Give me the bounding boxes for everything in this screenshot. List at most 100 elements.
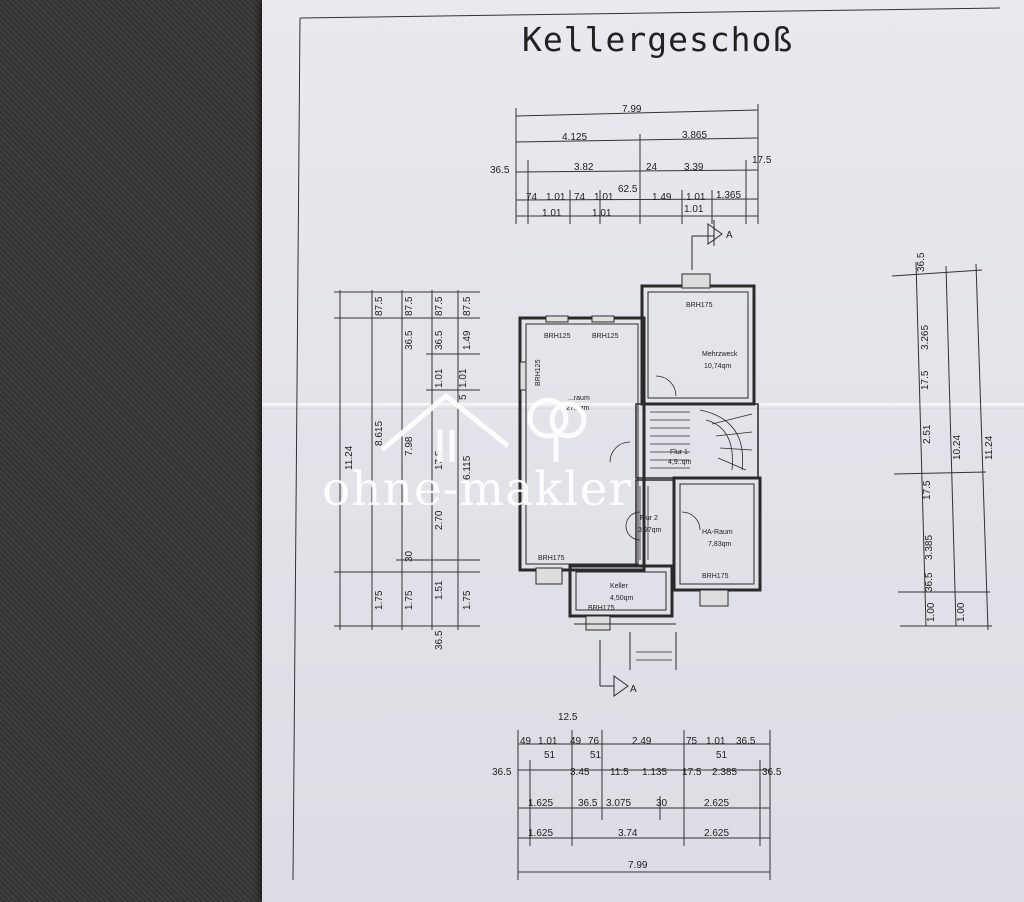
dim-top-c1: 36.5 <box>490 165 510 176</box>
dim-bottom-e2: 3.74 <box>618 828 638 839</box>
window-label: BRH175 <box>702 573 729 580</box>
dim-bottom-c4: 1.135 <box>642 767 667 778</box>
window-label: BRH125 <box>535 359 542 386</box>
dim-top-total: 7.99 <box>622 104 642 115</box>
room-name-main: ...raum <box>568 395 590 402</box>
dim-left-d1: 87.5 <box>462 296 473 316</box>
dim-left-c1: 87.5 <box>434 296 445 316</box>
dim-right-a6: 3.385 <box>924 535 935 560</box>
dim-bottom-a5: 2.49 <box>632 736 652 747</box>
dim-bottom-d4: 30 <box>656 798 668 809</box>
dim-left-a1: 87.5 <box>374 296 385 316</box>
dim-top-e1: 1.01 <box>542 208 562 219</box>
page-title: Kellergeschoß <box>522 20 794 59</box>
dim-bottom-d2: 36.5 <box>578 798 598 809</box>
dim-top-c5: 17.5 <box>752 155 772 166</box>
dim-bottom-total: 7.99 <box>628 860 648 871</box>
dim-bottom-c3: 11.5 <box>610 767 629 778</box>
dim-bottom-b3: 51 <box>716 750 728 761</box>
room-area-flur1: 4,9..qm <box>668 459 692 466</box>
dim-right-a1: 36.5 <box>916 252 927 272</box>
dim-left-b5: 1.75 <box>404 590 415 610</box>
dim-right-a4: 2.51 <box>922 424 933 444</box>
room-area-ha-raum: 7,83qm <box>708 541 732 548</box>
dim-bottom-d3: 3.075 <box>606 798 631 809</box>
window-label: BRH175 <box>588 605 615 612</box>
fabric-background <box>0 0 290 902</box>
room-area-keller: 4,50qm <box>610 595 634 602</box>
dim-left-d4: 6.115 <box>462 455 473 480</box>
dim-top-c2: 3.82 <box>574 162 594 173</box>
dim-bottom-a2: 1.01 <box>538 736 558 747</box>
dim-bottom-b2: 51 <box>590 750 602 761</box>
dim-bottom-d1: 1.625 <box>528 798 553 809</box>
dim-bottom-c2: 3.45 <box>570 767 590 778</box>
dim-left-c2: 36.5 <box>434 330 445 350</box>
window-label: BRH125 <box>592 333 619 340</box>
room-name-flur1: Flur 1 <box>670 449 688 456</box>
watermark-logo-icon <box>380 392 587 462</box>
room-name-ha-raum: HA-Raum <box>702 529 733 536</box>
dim-top-a: 4.125 <box>562 132 587 143</box>
dim-right-total: 11.24 <box>984 435 995 460</box>
dim-top-b: 3.865 <box>682 130 707 141</box>
dim-right-a5: 17.5 <box>922 480 933 500</box>
dim-bottom-c5: 17.5 <box>682 767 702 778</box>
dim-left-d3: 5 <box>458 394 469 400</box>
dim-top-d2: 1.01 <box>546 192 566 203</box>
dim-top-d7: 1.01 <box>686 192 706 203</box>
dim-bottom-a7: 1.01 <box>706 736 726 747</box>
dim-left-c3: 1.01 <box>434 368 445 388</box>
dim-left-b3: 7.98 <box>404 436 415 456</box>
dim-top-e2: 1.01 <box>592 208 612 219</box>
dim-bottom-a8: 36.5 <box>736 736 756 747</box>
dim-bottom-b1: 51 <box>544 750 556 761</box>
dim-top-d5: 62.5 <box>618 184 638 195</box>
dim-top-d6: 1.49 <box>652 192 672 203</box>
dim-top-c4: 3.39 <box>684 162 704 173</box>
room-name-mehrzweck: Mehrzweck <box>702 351 738 358</box>
dim-left-c6: 2.70 <box>434 510 445 530</box>
room-area-flur2: 3,97qm <box>638 527 662 534</box>
section-marker-top: A <box>726 230 733 241</box>
dim-bottom-a3: 49 <box>570 736 582 747</box>
dim-left-total: 11.24 <box>344 445 355 470</box>
dim-right-a3: 17.5 <box>920 370 931 390</box>
dim-top-e3: 1.01 <box>684 204 704 215</box>
dim-right-a2: 3.265 <box>920 325 931 350</box>
dim-left-b4: 30 <box>404 550 415 562</box>
dim-right-a7: 36.5 <box>924 572 935 592</box>
dim-left-d2: 1.49 <box>462 330 473 350</box>
dim-left-c7: 1.51 <box>434 580 445 600</box>
dim-top-c3: 24 <box>646 162 658 173</box>
dim-left-a4: 36.5 <box>434 630 445 650</box>
window-label: BRH175 <box>686 302 713 309</box>
dim-bottom-d5: 2.625 <box>704 798 729 809</box>
dim-left-d5: 1.75 <box>462 590 473 610</box>
dim-top-d1: 74 <box>526 192 538 203</box>
dim-bottom-z: 12.5 <box>558 712 578 723</box>
dim-bottom-e1: 1.625 <box>528 828 553 839</box>
dim-top-d4: 1.01 <box>594 192 614 203</box>
dim-top-d3: 74 <box>574 192 586 203</box>
dim-right-b2: 1.00 <box>956 602 967 622</box>
room-name-keller: Keller <box>610 583 629 590</box>
dim-bottom-e3: 2.625 <box>704 828 729 839</box>
dim-top-d8: 1.365 <box>716 190 741 201</box>
window-label: BRH125 <box>544 333 571 340</box>
dim-bottom-a1: 49 <box>520 736 532 747</box>
dim-bottom-c7: 36.5 <box>762 767 782 778</box>
dim-left-a3: 1.75 <box>374 590 385 610</box>
room-area-mehrzweck: 10,74qm <box>704 363 731 370</box>
dim-right-b1: 10.24 <box>952 435 963 460</box>
window-label: BRH175 <box>538 555 565 562</box>
room-name-flur2: Flur 2 <box>640 515 658 522</box>
dim-bottom-c6: 2.385 <box>712 767 737 778</box>
dim-right-a8: 1.00 <box>926 602 937 622</box>
dim-left-c4: 1.01 <box>458 368 469 388</box>
dim-left-b1: 87.5 <box>404 296 415 316</box>
dim-bottom-a4: 76 <box>588 736 600 747</box>
watermark-text: ohne-makler <box>322 462 632 517</box>
section-marker-bottom: A <box>630 684 637 695</box>
